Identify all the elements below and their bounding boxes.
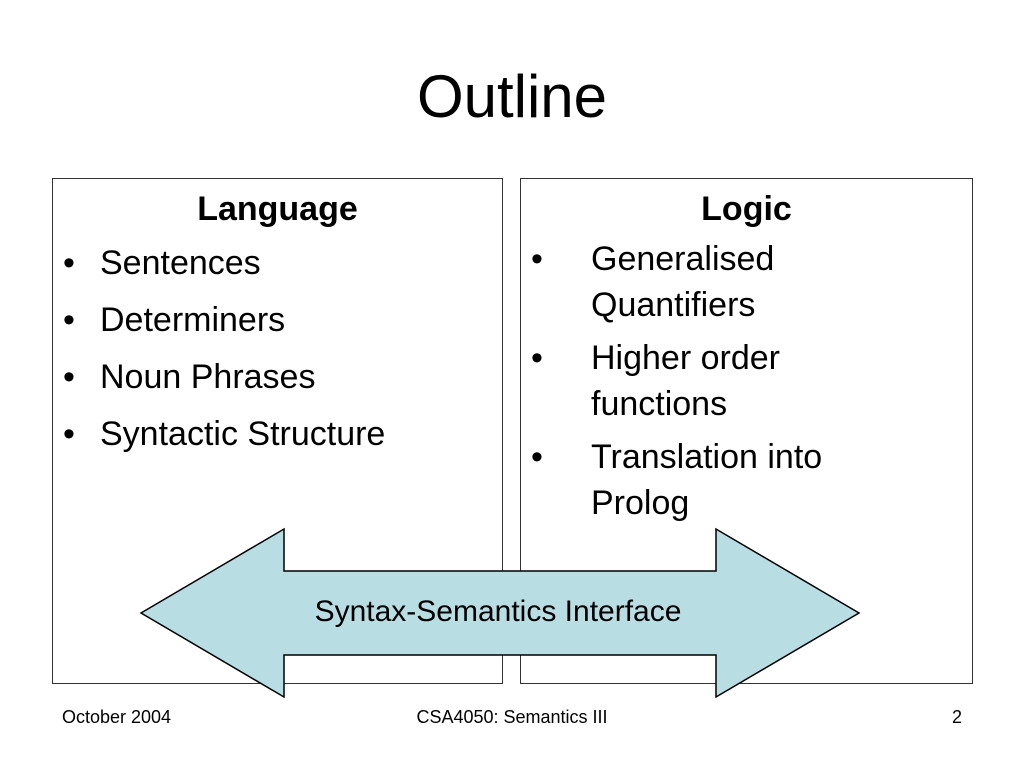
list-item: • Sentences [53, 240, 502, 286]
list-item: • Generalised Quantifiers [521, 236, 972, 328]
bullet-icon: • [531, 339, 543, 377]
list-item-text: Translation into Prolog [591, 438, 823, 522]
list-item-text: Noun Phrases [100, 358, 316, 396]
page-number: 2 [951, 707, 962, 727]
list-item: • Determiners [53, 297, 502, 343]
footer-course: CSA4050: Semantics III [416, 707, 608, 727]
list-item-text: Determiners [100, 301, 286, 339]
language-heading: Language [197, 190, 358, 228]
list-item-text: Syntactic Structure [100, 415, 386, 453]
logic-heading: Logic [701, 190, 792, 228]
list-item: • Noun Phrases [53, 354, 502, 400]
list-item: • Translation into Prolog [521, 434, 972, 526]
bullet-icon: • [63, 301, 75, 339]
bullet-icon: • [531, 438, 543, 476]
arrow-label: Syntax-Semantics Interface [314, 595, 682, 628]
slide-title: Outline [416, 63, 608, 130]
list-item-text: Generalised Quantifiers [591, 240, 775, 324]
language-panel: Language • Sentences • Determiners • Nou… [52, 178, 503, 684]
list-item: • Syntactic Structure [53, 411, 502, 457]
bullet-icon: • [63, 415, 75, 453]
language-list: • Sentences • Determiners • Noun Phrases… [53, 240, 502, 457]
logic-list: • Generalised Quantifiers • Higher order… [521, 236, 972, 526]
list-item-text: Sentences [100, 244, 261, 282]
footer-date: October 2004 [62, 707, 172, 727]
double-arrow-shape [139, 527, 861, 699]
bullet-icon: • [63, 358, 75, 396]
list-item-text: Higher order functions [591, 339, 780, 423]
bullet-icon: • [63, 244, 75, 282]
list-item: • Higher order functions [521, 335, 972, 427]
bullet-icon: • [531, 240, 543, 278]
